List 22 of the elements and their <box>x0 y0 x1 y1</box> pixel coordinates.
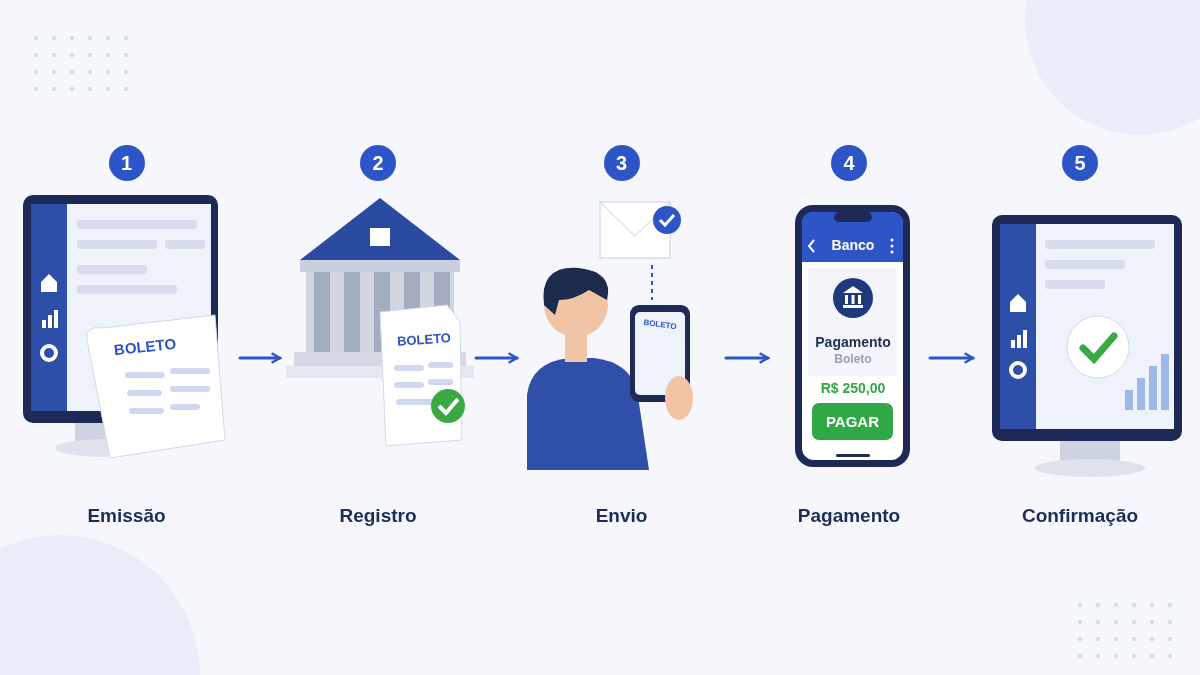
arrow <box>724 352 770 364</box>
step-label: Envio <box>594 505 649 527</box>
app-header-title: Banco <box>830 237 876 253</box>
arrow <box>474 352 519 364</box>
step-label: Emissão <box>86 505 167 527</box>
document-title: BOLETO <box>112 334 178 359</box>
document-title: BOLETO <box>395 329 453 350</box>
arrow <box>928 352 975 364</box>
arrow <box>238 352 282 364</box>
payment-amount: R$ 250,00 <box>819 380 887 396</box>
step-number-badge: 2 <box>360 145 396 181</box>
step-label: Pagamento <box>796 505 902 527</box>
step-label: Registro <box>338 505 418 527</box>
step-number-badge: 4 <box>831 145 867 181</box>
document-title: BOLETO <box>641 316 679 333</box>
step-label: Confirmação <box>1020 505 1140 527</box>
payment-subtitle: Boleto <box>833 352 873 366</box>
step-number-badge: 3 <box>603 145 640 181</box>
pay-button: PAGAR <box>812 403 893 440</box>
payment-title: Pagamento <box>814 334 892 350</box>
step-number-badge: 1 <box>108 145 145 181</box>
step-number-badge: 5 <box>1062 145 1098 181</box>
